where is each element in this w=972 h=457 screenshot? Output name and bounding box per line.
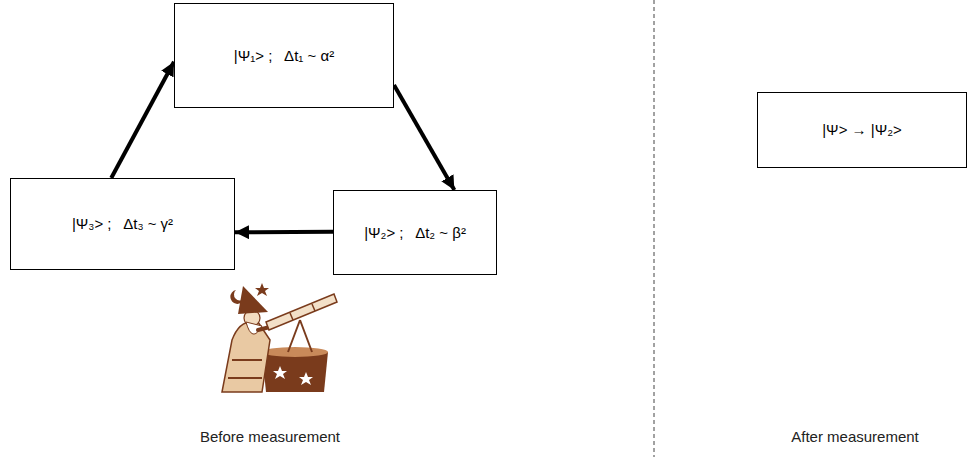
state-box: |Ψ₁> ; Δt₁ ~ α² <box>174 3 394 108</box>
state-label: |Ψ₁> ; Δt₁ ~ α² <box>234 47 334 65</box>
star-symbol <box>273 366 287 379</box>
transition-arrow <box>111 62 174 178</box>
hat-shape <box>238 286 268 314</box>
star-symbol <box>255 283 269 296</box>
transition-arrow <box>394 85 454 190</box>
telescope-band <box>312 304 315 311</box>
state-label: |Ψ> → |Ψ₂> <box>822 121 902 139</box>
stool-shape <box>262 352 328 392</box>
state-box: |Ψ₂> ; Δt₂ ~ β² <box>333 190 497 275</box>
star-symbol <box>299 372 313 385</box>
tripod-leg <box>288 320 300 352</box>
caption-label: Before measurement <box>200 428 340 445</box>
tripod-leg <box>300 320 312 352</box>
telescope-band <box>290 313 293 320</box>
divider-line <box>654 0 655 457</box>
caption-label: After measurement <box>791 428 919 445</box>
state-label: |Ψ₃> ; Δt₃ ~ γ² <box>72 215 173 233</box>
state-label: |Ψ₂> ; Δt₂ ~ β² <box>364 224 466 242</box>
robe-shape <box>222 321 270 392</box>
stool-top <box>262 347 328 357</box>
astronomer-illustration <box>222 283 337 392</box>
transition-arrow <box>235 230 333 235</box>
telescope-tube <box>266 294 337 330</box>
result-box: |Ψ> → |Ψ₂> <box>757 92 967 168</box>
state-box: |Ψ₃> ; Δt₃ ~ γ² <box>10 178 235 270</box>
robe-stripe <box>228 360 262 378</box>
